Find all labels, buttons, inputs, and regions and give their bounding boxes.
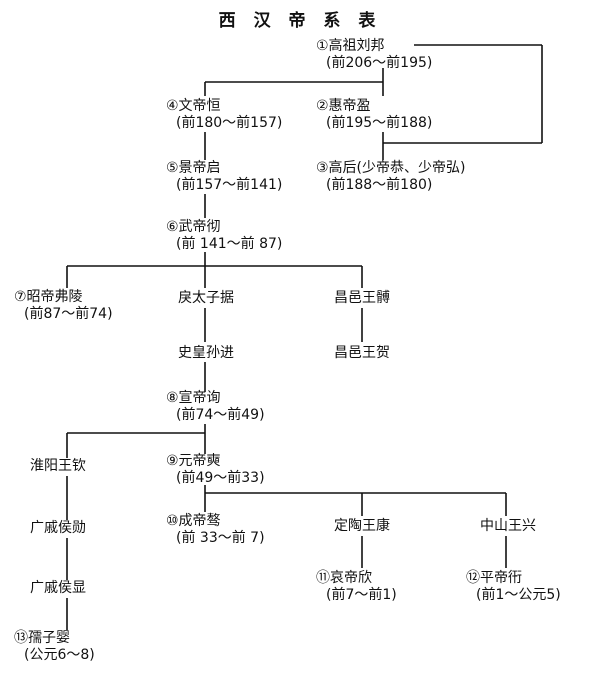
- node-name: 定陶王康: [334, 518, 390, 534]
- node-xuandi: ⑧宣帝询 (前74～前49): [166, 390, 265, 424]
- node-dates: (前 141～前 87): [176, 236, 283, 252]
- node-dates: (前74～前49): [176, 407, 265, 423]
- node-changyi-he: 昌邑王贺: [334, 345, 390, 362]
- node-name: ⑨元帝奭: [166, 453, 221, 469]
- node-name: ⑥武帝彻: [166, 219, 221, 235]
- node-name: ⑦昭帝弗陵: [14, 289, 83, 305]
- node-guangqi-xun: 广戚侯勋: [30, 520, 86, 537]
- node-dates: (前195～前188): [326, 115, 433, 131]
- node-yuandi: ⑨元帝奭 (前49～前33): [166, 453, 265, 487]
- node-wendi: ④文帝恒 (前180～前157): [166, 98, 282, 132]
- node-wudi: ⑥武帝彻 (前 141～前 87): [166, 219, 282, 253]
- node-zhongshan: 中山王兴: [480, 518, 536, 535]
- node-name: ①高祖刘邦: [316, 38, 385, 54]
- node-jingdi: ⑤景帝启 (前157～前141): [166, 160, 282, 194]
- node-name: 戾太子据: [178, 290, 234, 306]
- node-shihuangsun: 史皇孙进: [178, 345, 234, 362]
- node-gaohou: ③高后(少帝恭、少帝弘) (前188～前180): [316, 160, 465, 194]
- node-name: ②惠帝盈: [316, 98, 371, 114]
- node-name: ④文帝恒: [166, 98, 221, 114]
- node-guangqi-xian: 广戚侯显: [30, 580, 86, 597]
- node-dates: (前7～前1): [326, 587, 397, 603]
- node-dingtao: 定陶王康: [334, 518, 390, 535]
- node-name: ⑬孺子婴: [14, 630, 70, 646]
- node-dates: (前188～前180): [326, 177, 433, 193]
- node-name: 广戚侯显: [30, 580, 86, 596]
- node-gaozu: ①高祖刘邦 (前206～前195): [316, 38, 432, 72]
- node-chengdi: ⑩成帝骜 (前 33～前 7): [166, 513, 265, 547]
- node-pingdi: ⑫平帝衎 (前1～公元5): [466, 570, 561, 604]
- node-huaiyang: 淮阳王钦: [30, 458, 86, 475]
- node-name: ⑪哀帝欣: [316, 570, 372, 586]
- node-zhaodi: ⑦昭帝弗陵 (前87～前74): [14, 289, 113, 323]
- node-name: 昌邑王髆: [334, 290, 390, 306]
- node-dates: (前157～前141): [176, 177, 283, 193]
- node-name: 史皇孙进: [178, 345, 234, 361]
- node-name: ⑫平帝衎: [466, 570, 522, 586]
- node-changyi-bo: 昌邑王髆: [334, 290, 390, 307]
- node-dates: (前49～前33): [176, 470, 265, 486]
- node-dates: (前87～前74): [24, 306, 113, 322]
- node-dates: (公元6～8): [24, 647, 95, 663]
- node-dates: (前 33～前 7): [176, 530, 265, 546]
- node-name: ⑩成帝骜: [166, 513, 221, 529]
- node-name: ⑤景帝启: [166, 160, 221, 176]
- node-dates: (前180～前157): [176, 115, 283, 131]
- node-aidi: ⑪哀帝欣 (前7～前1): [316, 570, 397, 604]
- node-huidi: ②惠帝盈 (前195～前188): [316, 98, 432, 132]
- node-dates: (前206～前195): [326, 55, 433, 71]
- node-name: ⑧宣帝询: [166, 390, 221, 406]
- chart-title: 西 汉 帝 系 表: [218, 11, 382, 31]
- node-name: 广戚侯勋: [30, 520, 86, 536]
- node-name: ③高后(少帝恭、少帝弘): [316, 160, 466, 176]
- node-ruzi: ⑬孺子婴 (公元6～8): [14, 630, 95, 664]
- node-dates: (前1～公元5): [476, 587, 561, 603]
- node-lijuju: 戾太子据: [178, 290, 234, 307]
- node-name: 昌邑王贺: [334, 345, 390, 361]
- node-name: 中山王兴: [480, 518, 536, 534]
- node-name: 淮阳王钦: [30, 458, 86, 474]
